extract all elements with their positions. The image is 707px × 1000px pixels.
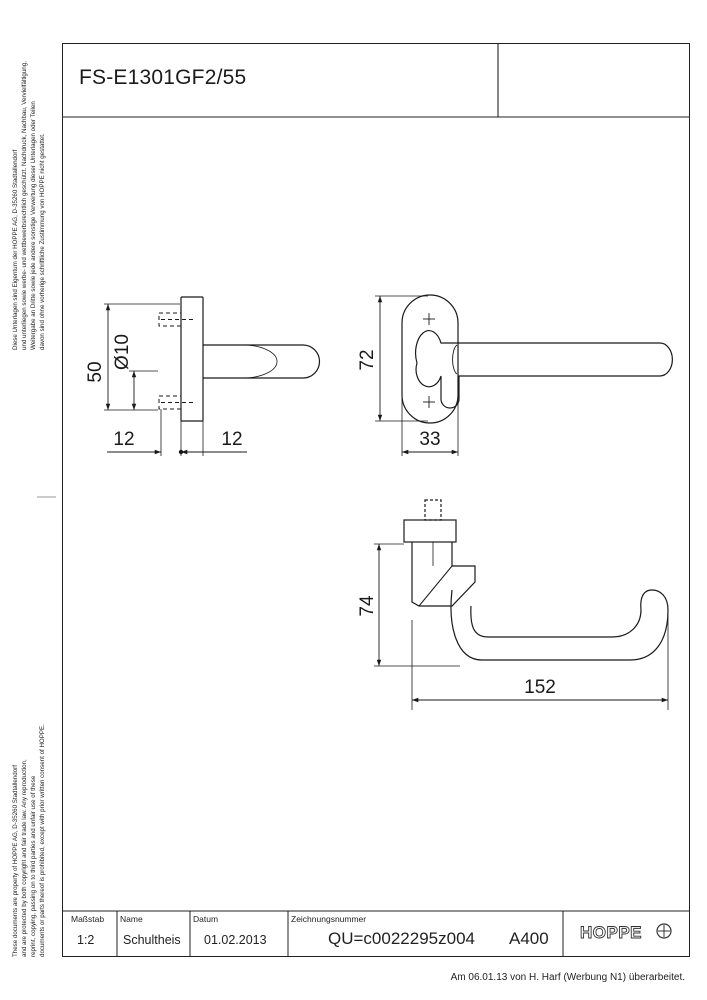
date-label: Datum	[193, 914, 219, 924]
top-view	[374, 499, 669, 710]
title-block: Maßstab 1:2 Name Schultheis Datum 01.02.…	[62, 911, 690, 957]
drawing-number-value: QU=c0022295z004	[328, 929, 475, 948]
dim-side-12-left: 12	[113, 429, 134, 450]
dim-side-12-right: 12	[221, 429, 242, 450]
name-label: Name	[120, 914, 143, 924]
drawing-frame	[62, 43, 690, 957]
format-value: A400	[509, 929, 549, 948]
dim-front-72: 72	[357, 349, 378, 370]
drawing-title: FS-E1301GF2/55	[79, 66, 247, 89]
dim-side-50: 50	[85, 361, 106, 382]
side-view	[104, 296, 321, 456]
dim-top-74: 74	[357, 595, 378, 617]
front-view	[375, 294, 673, 456]
dim-side-d10: Ø10	[112, 334, 133, 370]
revision-note: Am 06.01.13 von H. Harf (Werbung N1) übe…	[450, 972, 685, 983]
name-value: Schultheis	[123, 933, 181, 947]
dim-front-33: 33	[419, 429, 440, 450]
scale-value: 1:2	[77, 933, 95, 947]
drawing-number-label: Zeichnungsnummer	[291, 914, 367, 924]
scale-label: Maßstab	[71, 914, 105, 924]
dim-top-152: 152	[524, 677, 556, 698]
date-value: 01.02.2013	[204, 933, 267, 947]
svg-text:HOPPE: HOPPE	[580, 923, 642, 942]
hoppe-logo: HOPPE	[580, 920, 674, 942]
